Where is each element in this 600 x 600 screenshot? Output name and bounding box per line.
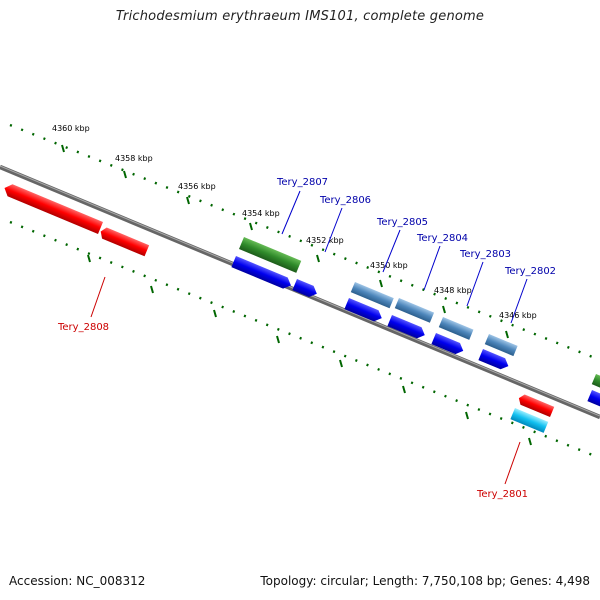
gene-label-tery-2803[interactable]: Tery_2803: [459, 249, 511, 260]
map-title: Trichodesmium erythraeum IMS101, complet…: [115, 9, 485, 24]
genome-summary-text: Topology: circular; Length: 7,750,108 bp…: [260, 574, 590, 588]
tick-label: 4352 kbp: [306, 236, 344, 245]
tick-label: 4356 kbp: [178, 182, 216, 191]
gene-tery-2801-feature[interactable]: [510, 408, 549, 433]
cds-arrow[interactable]: [292, 279, 319, 299]
inner-major-ticks: [87, 254, 532, 446]
tick-label: 4346 kbp: [499, 311, 537, 320]
gene-label-tery-2802[interactable]: Tery_2802: [504, 266, 556, 277]
gene-tery-2804-feature[interactable]: [394, 298, 435, 323]
tick-label: 4360 kbp: [52, 124, 90, 133]
gene-tery-2803-feature[interactable]: [438, 317, 474, 340]
cds-arrow[interactable]: [231, 256, 293, 291]
gene-label-tery-2805[interactable]: Tery_2805: [376, 217, 428, 228]
gene-label-tery-2807[interactable]: Tery_2807: [276, 177, 328, 188]
label-leaders: [281, 190, 528, 324]
gene-tery-2802-feature[interactable]: [484, 334, 518, 357]
gene-feature-red[interactable]: [517, 393, 555, 417]
cds-arrow[interactable]: [587, 390, 600, 409]
gene-label-tery-2804[interactable]: Tery_2804: [416, 233, 468, 244]
cds-arrow[interactable]: [344, 298, 384, 324]
gene-feature-edge-green[interactable]: [591, 374, 600, 390]
gene-tery-2808-feature[interactable]: [2, 182, 104, 234]
tick-label: 4350 kbp: [370, 261, 408, 270]
inner-tick-track: [9, 220, 600, 460]
gene-tery-2805-feature[interactable]: [350, 282, 394, 309]
cds-arrow[interactable]: [478, 349, 510, 372]
gene-label-tery-2801[interactable]: Tery_2801: [476, 489, 528, 500]
outer-tick-track: [9, 123, 600, 362]
cds-arrow[interactable]: [387, 315, 427, 341]
gene-feature-red[interactable]: [98, 226, 150, 257]
tick-label: 4358 kbp: [115, 154, 153, 163]
tick-label: 4348 kbp: [434, 286, 472, 295]
tick-label: 4354 kbp: [242, 209, 280, 218]
outer-major-ticks: [61, 144, 509, 339]
accession-text: Accession: NC_008312: [9, 574, 146, 588]
label-leader-red: [90, 276, 106, 318]
label-leader-red: [504, 441, 521, 485]
cds-arrow[interactable]: [431, 333, 465, 356]
gene-tery-2807-feature[interactable]: [239, 237, 302, 273]
gene-label-tery-2808[interactable]: Tery_2808: [57, 322, 109, 333]
kbp-labels: 4360 kbp 4358 kbp 4356 kbp 4354 kbp 4352…: [52, 124, 537, 320]
gene-label-tery-2806[interactable]: Tery_2806: [319, 195, 371, 206]
